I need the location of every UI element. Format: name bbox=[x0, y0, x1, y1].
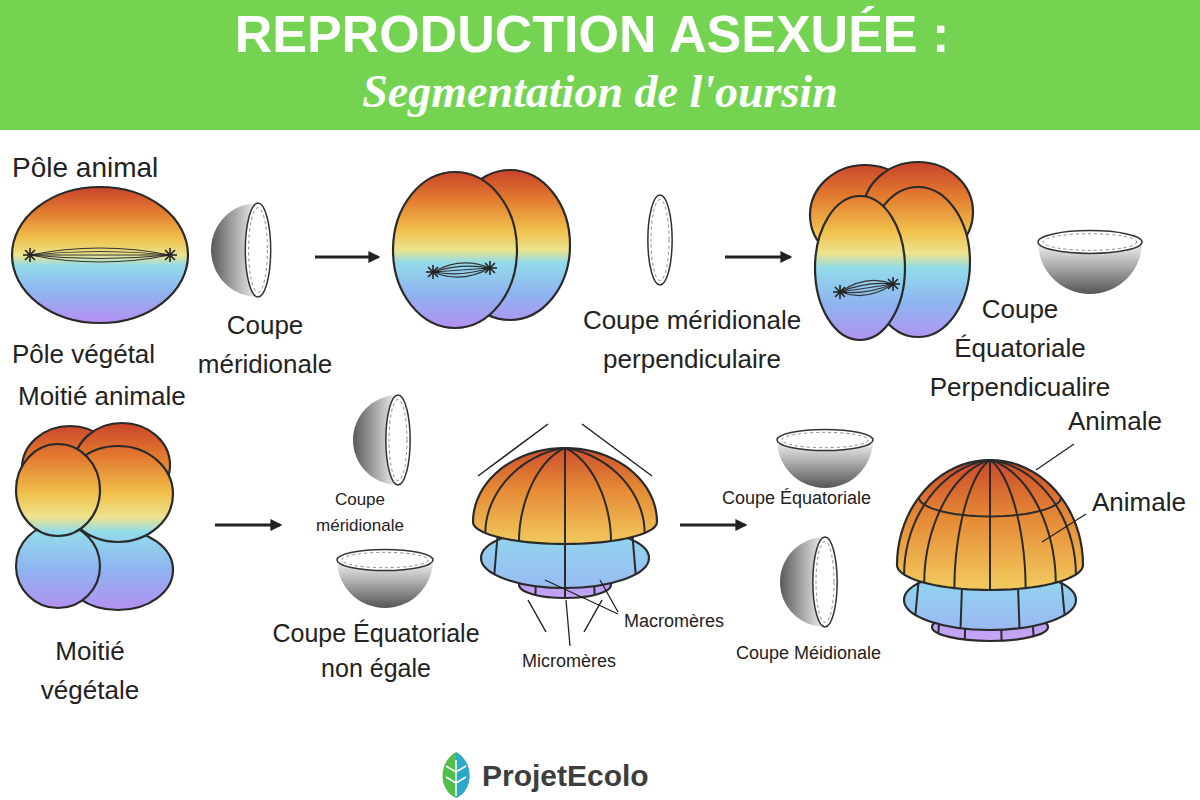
cell-division bbox=[564, 542, 566, 588]
stage-arrow bbox=[680, 524, 745, 527]
cell-division bbox=[924, 460, 990, 583]
cut-plane-inner bbox=[389, 400, 407, 481]
spindle-fibre bbox=[433, 268, 490, 277]
cell-label: Animale bbox=[1092, 486, 1186, 519]
subtitle: Segmentation de l'oursin bbox=[150, 66, 1050, 119]
cell-division bbox=[1018, 586, 1019, 628]
cut-label: Coupe méridionale bbox=[175, 306, 355, 384]
animal-cells bbox=[897, 460, 1083, 590]
cut-plane bbox=[813, 537, 837, 627]
cut-plane bbox=[245, 203, 270, 297]
spindle-fibre bbox=[30, 255, 170, 262]
bracket-line bbox=[478, 424, 652, 476]
cut-label: Coupe méridionale perpendiculaire bbox=[567, 301, 817, 379]
aster bbox=[428, 267, 438, 277]
blastomere bbox=[16, 444, 100, 536]
cut-plane bbox=[386, 395, 410, 485]
cut-plane-inner bbox=[651, 200, 669, 281]
spindle-fibre bbox=[840, 283, 893, 292]
stage-arrow bbox=[315, 256, 378, 259]
leader-line bbox=[566, 600, 570, 646]
aster bbox=[888, 279, 898, 289]
spindle-fibre bbox=[433, 266, 490, 272]
title: REPRODUCTION ASEXUÉE : bbox=[92, 6, 1092, 63]
embryo bbox=[12, 187, 188, 323]
cut-plane bbox=[648, 195, 672, 285]
pole-label: Pôle végétal bbox=[12, 338, 155, 371]
leader-line bbox=[1036, 444, 1074, 470]
cell-division bbox=[954, 460, 990, 588]
cut-plane-inner bbox=[1043, 234, 1137, 251]
embryo bbox=[16, 423, 173, 610]
cut-plane-inner bbox=[342, 552, 428, 567]
cut-label: Coupe Méidionale bbox=[736, 642, 881, 665]
spindle-fibre bbox=[30, 252, 170, 256]
stage-arrow bbox=[215, 524, 280, 527]
aster bbox=[835, 287, 845, 297]
cut-plane-inner bbox=[782, 432, 868, 447]
half-label: Moitié animale bbox=[18, 380, 186, 413]
cut-plane bbox=[1038, 231, 1142, 254]
embryo bbox=[393, 170, 570, 328]
animal-cells bbox=[473, 448, 657, 544]
cell-label: Animale bbox=[1068, 405, 1162, 438]
cut-label: Coupe méridionale bbox=[300, 487, 420, 538]
cell-division bbox=[990, 460, 1076, 575]
logo-leaf bbox=[456, 752, 470, 798]
cut-label: Coupe Équatoriale Perpendicualire bbox=[920, 290, 1120, 407]
logo-text: ProjetEcolo bbox=[482, 757, 649, 795]
cut-label: Coupe Équatoriale non égale bbox=[251, 616, 501, 686]
spindle-fibre bbox=[840, 280, 893, 292]
stage-arrow bbox=[725, 256, 790, 259]
blastomere bbox=[12, 187, 188, 323]
half-label: Moitié végétale bbox=[25, 632, 155, 710]
blastomere bbox=[393, 172, 517, 328]
cell-division bbox=[564, 448, 566, 544]
cell-division bbox=[632, 532, 636, 574]
bracket-line bbox=[528, 600, 602, 632]
cut-plane bbox=[337, 549, 433, 570]
logo-leaf bbox=[443, 752, 470, 798]
spindle-fibre bbox=[840, 284, 893, 296]
cell-division bbox=[989, 460, 991, 590]
header-band bbox=[0, 0, 1200, 130]
spindle-fibre bbox=[433, 268, 490, 274]
pole-label: Pôle animal bbox=[12, 150, 158, 185]
cut-plane-inner bbox=[249, 208, 268, 293]
spindle-fibre bbox=[840, 284, 893, 292]
cell-division bbox=[919, 497, 1061, 516]
leader-line bbox=[545, 580, 618, 614]
cell-label: Micromères bbox=[522, 650, 616, 673]
aster bbox=[485, 263, 495, 273]
cut-label: Coupe Équatoriale bbox=[722, 487, 871, 510]
cell-division bbox=[990, 460, 1056, 583]
leader-line bbox=[1042, 514, 1086, 542]
embryo bbox=[810, 162, 973, 340]
cell-label: Macromères bbox=[624, 610, 724, 633]
spindle-fibre bbox=[30, 254, 170, 255]
cell-division bbox=[519, 448, 565, 541]
cut-plane bbox=[777, 429, 873, 450]
logo-vein bbox=[446, 760, 466, 796]
spindle-fibre bbox=[30, 248, 170, 255]
aster bbox=[25, 250, 35, 260]
cell-division bbox=[494, 532, 498, 574]
cell-division bbox=[961, 586, 962, 628]
aster bbox=[165, 250, 175, 260]
cut-plane-inner bbox=[816, 542, 834, 623]
blastomere bbox=[815, 196, 905, 340]
